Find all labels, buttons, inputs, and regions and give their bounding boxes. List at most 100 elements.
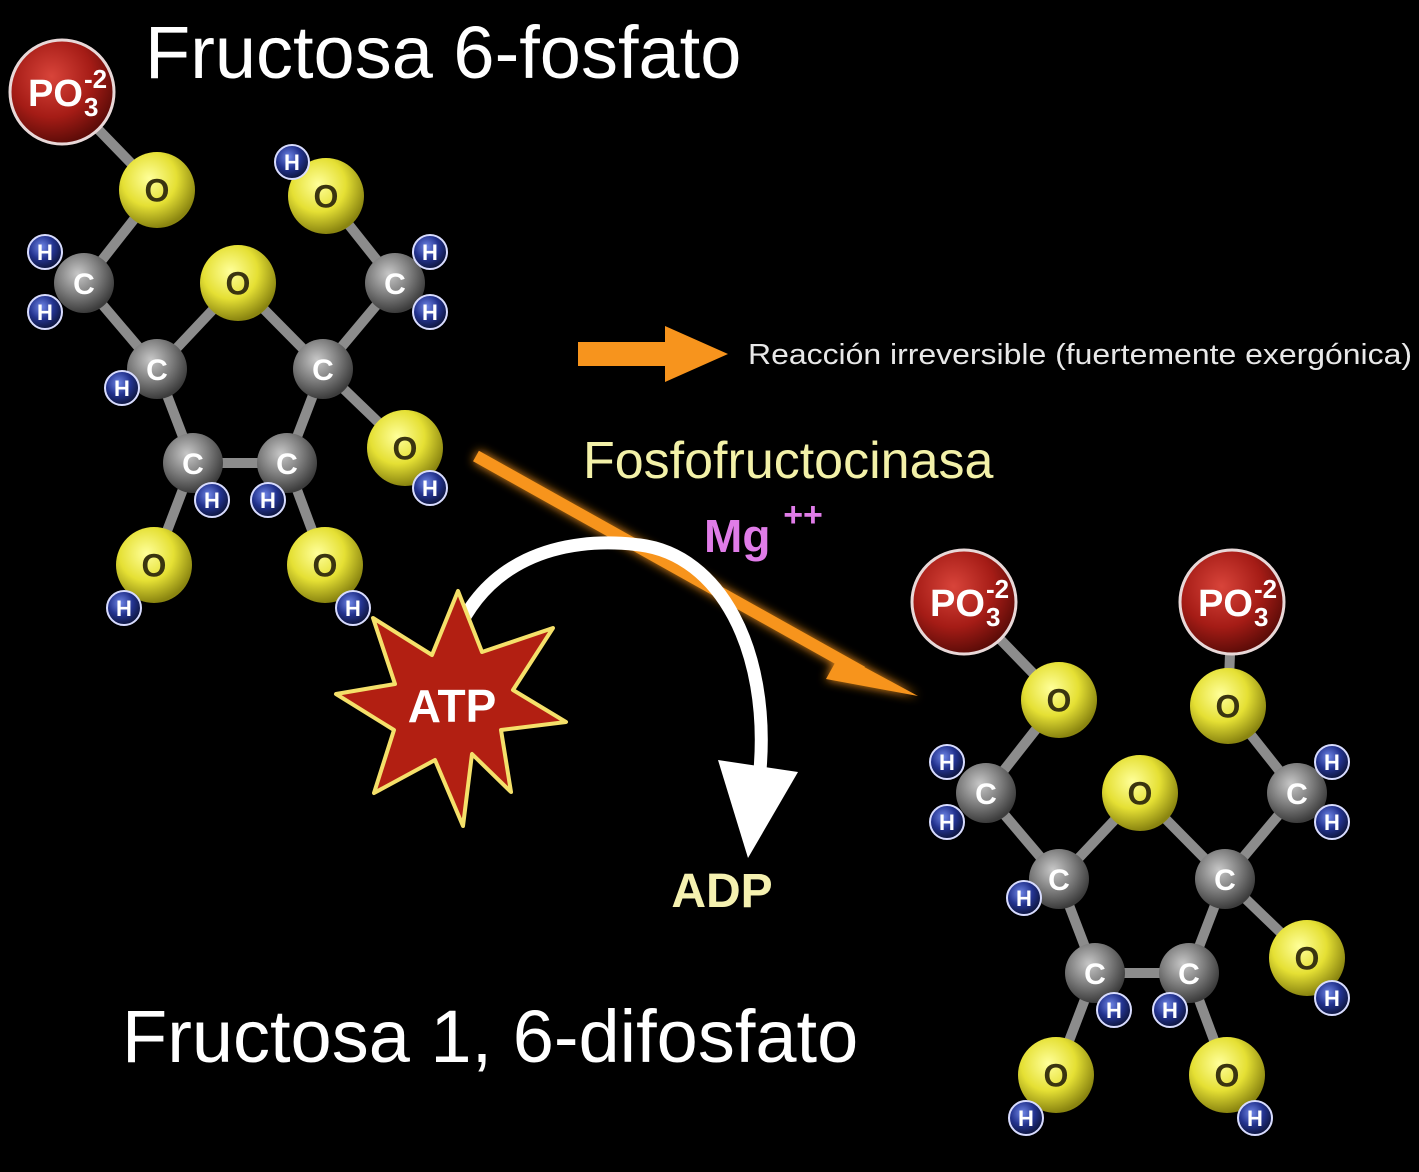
oxygen-atom: O [1102, 755, 1178, 831]
carbon-atom: C [127, 339, 187, 399]
atom-label: C [1214, 864, 1236, 897]
atom-label: H [1324, 750, 1340, 775]
atom-label: H [1324, 986, 1340, 1011]
legend-arrow-icon [578, 326, 728, 382]
hydrogen-atom: H [412, 470, 448, 506]
hydrogen-atom: H [27, 294, 63, 330]
carbon-atom: C [163, 433, 223, 493]
atom-label: O [314, 179, 339, 215]
carbon-atom: C [1065, 943, 1125, 1003]
hydrogen-atom: H [1314, 980, 1350, 1016]
enzyme-label: Fosfofructocinasa [583, 432, 993, 490]
atom-label: O [1216, 689, 1241, 725]
atom-label: O [1215, 1058, 1240, 1094]
curved-arrow-head-icon [718, 760, 798, 858]
atom-label: H [114, 376, 130, 401]
atom-label: C [1048, 864, 1070, 897]
carbon-atom: C [293, 339, 353, 399]
phosphate-subscript: 3 [1254, 602, 1268, 632]
carbon-atom: C [956, 763, 1016, 823]
atom-label: C [182, 448, 204, 481]
atom-label: C [1178, 958, 1200, 991]
oxygen-atom: O [1190, 668, 1266, 744]
hydrogen-atom: H [1237, 1100, 1273, 1136]
atom-label: C [1084, 958, 1106, 991]
carbon-atom: C [54, 253, 114, 313]
carbon-atom: C [1267, 763, 1327, 823]
atom-label: O [393, 431, 418, 467]
hydrogen-atom: H [104, 370, 140, 406]
carbon-atom: C [1195, 849, 1255, 909]
phosphate-symbol: PO [930, 583, 985, 625]
phosphate-symbol: PO [28, 73, 83, 115]
hydrogen-atom: H [412, 294, 448, 330]
carbon-atom: C [1159, 943, 1219, 1003]
title-bottom: Fructosa 1, 6-difosfato [122, 995, 858, 1078]
legend: Reacción irreversible (fuertemente exerg… [578, 326, 1412, 382]
atom-label: H [345, 596, 361, 621]
atp-star-icon [334, 589, 568, 828]
oxygen-atom: O [287, 527, 363, 603]
atom-label: O [1044, 1058, 1069, 1094]
hydrogen-atom: H [929, 804, 965, 840]
oxygen-atom: O [119, 152, 195, 228]
hydrogen-atom: H [412, 234, 448, 270]
atom-label: H [939, 750, 955, 775]
carbon-atom: C [365, 253, 425, 313]
atom-label: C [146, 354, 168, 387]
atom-label: H [1016, 886, 1032, 911]
oxygen-atom: O [1021, 662, 1097, 738]
phosphate-charge: -2 [986, 574, 1009, 604]
hydrogen-atom: H [1314, 804, 1350, 840]
atom-label: H [37, 240, 53, 265]
atom-label: H [422, 240, 438, 265]
atom-label: H [1018, 1106, 1034, 1131]
cofactor-symbol: Mg [704, 510, 770, 562]
oxygen-atom: O [367, 410, 443, 486]
atom-label: C [384, 268, 406, 301]
cofactor-label: Mg ++ [704, 496, 823, 562]
atom-label: C [975, 778, 997, 811]
atom-label: O [145, 173, 170, 209]
oxygen-atom: O [288, 158, 364, 234]
oxygen-atom: O [116, 527, 192, 603]
atom-label: C [312, 354, 334, 387]
phosphate-subscript: 3 [986, 602, 1000, 632]
hydrogen-atom: H [1008, 1100, 1044, 1136]
atom-label: O [1128, 776, 1153, 812]
atom-label: O [313, 548, 338, 584]
atom-label: C [276, 448, 298, 481]
phosphate-symbol: PO [1198, 583, 1253, 625]
atom-label: C [73, 268, 95, 301]
atom-label: H [939, 810, 955, 835]
cofactor-charge: ++ [783, 496, 823, 534]
oxygen-atom: O [1269, 920, 1345, 996]
title-top: Fructosa 6-fosfato [145, 11, 741, 94]
atom-label: H [260, 488, 276, 513]
atom-label: O [1047, 683, 1072, 719]
phosphate-charge: -2 [1254, 574, 1277, 604]
hydrogen-atom: H [929, 744, 965, 780]
atom-label: H [1106, 998, 1122, 1023]
atom-label: H [1162, 998, 1178, 1023]
carbon-atom: C [257, 433, 317, 493]
hydrogen-atom: H [1152, 992, 1188, 1028]
oxygen-atom: O [1189, 1037, 1265, 1113]
atp-badge: ATP [334, 589, 568, 828]
hydrogen-atom: H [194, 482, 230, 518]
carbon-atom: C [1029, 849, 1089, 909]
hydrogen-atom: H [250, 482, 286, 518]
atom-label: H [422, 476, 438, 501]
reaction-arrow [473, 450, 918, 696]
atom-label: O [1295, 941, 1320, 977]
